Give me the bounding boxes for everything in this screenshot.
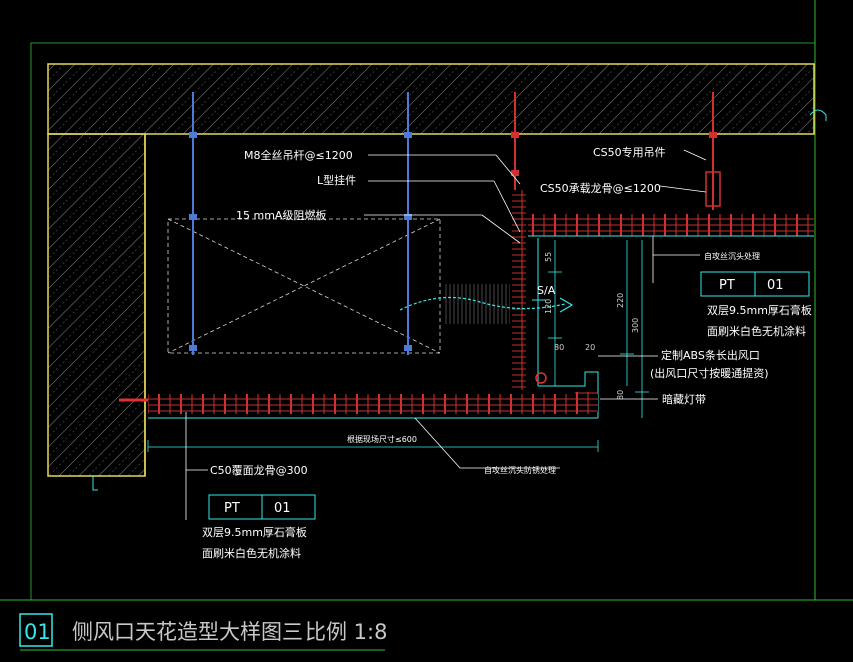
upper-ceiling-member <box>518 214 814 222</box>
title-scale: 比例 1:8 <box>305 620 387 644</box>
dim-120: 120 <box>544 299 553 314</box>
dim-80b: 80 <box>616 390 625 400</box>
wall-bolt-1 <box>92 476 98 491</box>
dim-20: 20 <box>585 343 595 352</box>
label-anti-crack-bottom: 自攻丝沉头防锈处理 <box>484 465 556 475</box>
dim-55: 55 <box>544 252 553 262</box>
finish-tag-top <box>700 271 810 297</box>
label-abs-vent-1: 定制ABS条长出风口 <box>661 348 760 362</box>
lower-ceiling-board <box>148 394 598 414</box>
light-trough <box>538 371 599 412</box>
title-text: 侧风口天花造型大样图三 <box>72 620 303 644</box>
slab-bolt-1 <box>809 109 827 121</box>
threaded-rod-4 <box>705 92 721 210</box>
label-abs-vent-2: (出风口尺寸按暖通提资) <box>650 366 769 380</box>
label-cs50-hanger: CS50专用吊件 <box>593 145 666 159</box>
leader-lines <box>185 149 707 520</box>
air-duct <box>167 218 441 354</box>
dimension-lines <box>147 240 649 452</box>
label-anti-crack-top: 自攻丝沉头处理 <box>704 251 760 261</box>
upper-ceiling-board <box>528 222 814 236</box>
title-number-box <box>19 613 53 647</box>
tag-bottom-num: 01 <box>274 501 291 516</box>
drawing-border <box>30 42 816 601</box>
light-fixture <box>535 372 547 384</box>
label-l-hanger: L型挂件 <box>317 173 356 187</box>
concrete-slab <box>47 63 815 135</box>
label-fire-board: 15 mmA级阻燃板 <box>236 208 326 222</box>
tag-top-code: PT <box>719 278 735 293</box>
dim-80: 80 <box>554 343 564 352</box>
label-finish-bottom-1: 双层9.5mm厚石膏板 <box>202 525 307 539</box>
label-finish-top-2: 面刷米白色无机涂料 <box>707 324 806 338</box>
dim-220: 220 <box>616 293 625 308</box>
concrete-wall <box>47 133 146 477</box>
airflow-arrow <box>399 296 566 311</box>
label-sa: S/A <box>537 284 556 297</box>
label-finish-top-1: 双层9.5mm厚石膏板 <box>707 303 812 317</box>
title-number: 01 <box>24 620 51 644</box>
threaded-rod-2 <box>404 92 412 355</box>
airflow-arrowhead <box>559 297 574 313</box>
label-m8-rod: M8全丝吊杆@≤1200 <box>244 148 353 162</box>
vent-grille <box>444 284 510 324</box>
finish-tag-bottom <box>208 494 316 520</box>
tag-top-num: 01 <box>767 278 784 293</box>
threaded-rod-1 <box>189 92 197 355</box>
dim-300: 300 <box>631 318 640 333</box>
label-dim-span: 根据现场尺寸≤600 <box>347 434 417 444</box>
tag-bottom-code: PT <box>224 501 240 516</box>
label-finish-bottom-2: 面刷米白色无机涂料 <box>202 546 301 560</box>
label-cs50-cover: C50覆面龙骨@300 <box>210 464 308 477</box>
label-hidden-light: 暗藏灯带 <box>662 392 706 406</box>
label-cs50-main: CS50承载龙骨@≤1200 <box>540 182 661 195</box>
